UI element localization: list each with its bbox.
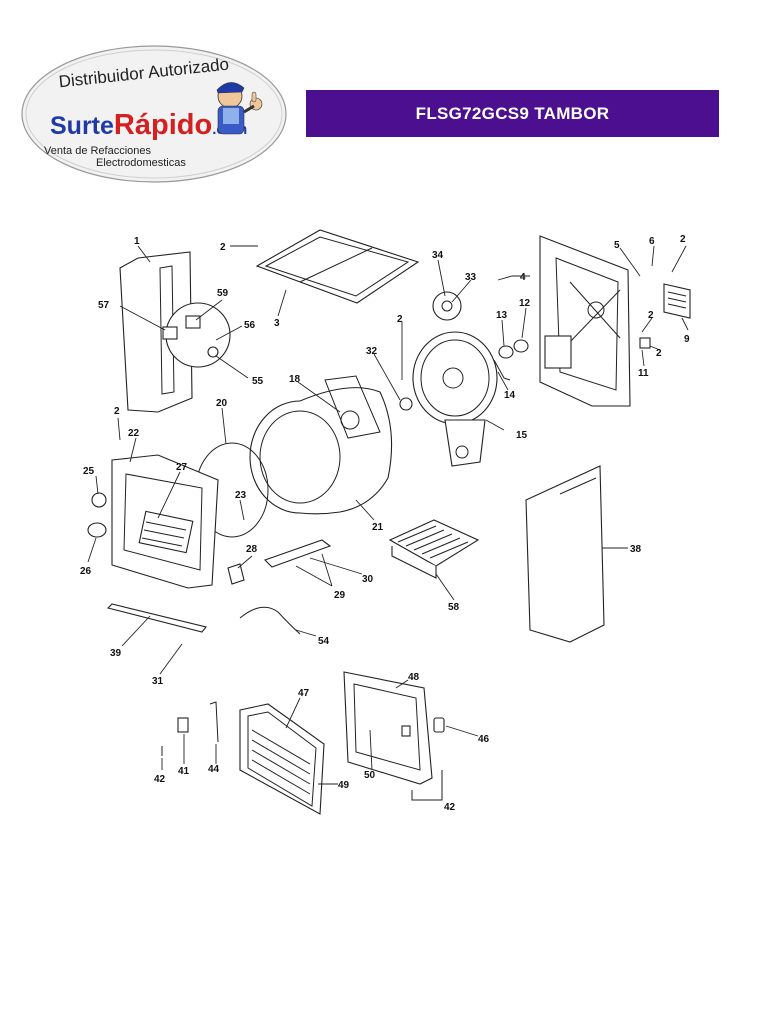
part-28-switch bbox=[227, 563, 245, 585]
part-label-20: 20 bbox=[216, 398, 228, 409]
part-label-2: 2 bbox=[680, 234, 686, 245]
part-label-22: 22 bbox=[128, 428, 140, 439]
part-label-21: 21 bbox=[372, 522, 384, 533]
part-42-screws bbox=[411, 770, 443, 801]
part-label-3: 3 bbox=[274, 318, 280, 329]
part-58-filter bbox=[388, 519, 480, 579]
mascot-icon bbox=[216, 82, 263, 135]
logo-sub-line2: Electrodomesticas bbox=[96, 157, 186, 169]
part-25-26-fittings bbox=[87, 492, 107, 538]
part-4-blower-housing bbox=[539, 235, 631, 407]
part-label-56: 56 bbox=[244, 320, 256, 331]
part-label-50: 50 bbox=[364, 770, 376, 781]
leader-lines bbox=[87, 245, 689, 785]
page-title: FLSG72GCS9 TAMBOR bbox=[306, 90, 719, 137]
part-label-27: 27 bbox=[176, 462, 188, 473]
part-small-fittings bbox=[399, 337, 651, 411]
part-label-23: 23 bbox=[235, 490, 247, 501]
part-39-toe-plate bbox=[106, 603, 207, 633]
logo-sub-line1: Venta de Refacciones bbox=[44, 145, 152, 157]
part-9-grille bbox=[663, 283, 691, 319]
part-label-13: 13 bbox=[496, 310, 508, 321]
part-label-47: 47 bbox=[298, 688, 310, 699]
part-label-46: 46 bbox=[478, 734, 490, 745]
part-label-15: 15 bbox=[516, 430, 528, 441]
part-22-front-panel bbox=[111, 454, 219, 589]
part-label-55: 55 bbox=[252, 376, 264, 387]
part-label-30: 30 bbox=[362, 574, 374, 585]
part-label-2: 2 bbox=[220, 242, 226, 253]
part-21-drum bbox=[249, 375, 393, 515]
part-label-49: 49 bbox=[338, 780, 350, 791]
part-label-1: 1 bbox=[134, 236, 140, 247]
distributor-logo: Distribuidor Autorizado SurteRápido.com … bbox=[21, 45, 287, 183]
part-label-4: 4 bbox=[520, 272, 526, 283]
part-label-38: 38 bbox=[630, 544, 642, 555]
part-46-knob bbox=[433, 717, 445, 733]
part-29-30-bracket bbox=[263, 539, 332, 568]
page-title-text: FLSG72GCS9 TAMBOR bbox=[415, 103, 610, 123]
part-number-labels: 1 2 3 34 33 4 5 6 2 57 59 56 55 2 12 13 … bbox=[80, 234, 690, 813]
part-label-31: 31 bbox=[152, 676, 164, 687]
part-label-33: 33 bbox=[465, 272, 477, 283]
part-label-2: 2 bbox=[397, 314, 403, 325]
part-label-12: 12 bbox=[519, 298, 531, 309]
part-label-42: 42 bbox=[444, 802, 456, 813]
part-label-2: 2 bbox=[114, 406, 120, 417]
part-38-side-panel bbox=[525, 465, 605, 643]
logo-brand-rapido: Rápido bbox=[114, 109, 212, 141]
part-57-59-detail bbox=[162, 302, 231, 368]
part-48-door-frame bbox=[343, 671, 433, 785]
part-label-2: 2 bbox=[648, 310, 654, 321]
part-label-18: 18 bbox=[289, 374, 301, 385]
part-label-57: 57 bbox=[98, 300, 110, 311]
part-label-39: 39 bbox=[110, 648, 122, 659]
part-15-bulkhead bbox=[412, 331, 498, 467]
part-label-6: 6 bbox=[649, 236, 655, 247]
part-label-9: 9 bbox=[684, 334, 690, 345]
part-label-26: 26 bbox=[80, 566, 92, 577]
part-label-14: 14 bbox=[504, 390, 516, 401]
part-41-44-42-small bbox=[161, 701, 219, 756]
part-label-34: 34 bbox=[432, 250, 444, 261]
logo-brand-surte: Surte bbox=[50, 112, 114, 140]
part-54-harness bbox=[239, 606, 301, 635]
part-47-access-panel bbox=[239, 703, 325, 815]
part-label-11: 11 bbox=[638, 368, 649, 379]
part-1-rear-panel bbox=[119, 251, 193, 413]
part-label-5: 5 bbox=[614, 240, 620, 251]
part-label-44: 44 bbox=[208, 764, 220, 775]
part-label-28: 28 bbox=[246, 544, 258, 555]
part-label-2: 2 bbox=[656, 348, 662, 359]
part-label-48: 48 bbox=[408, 672, 420, 683]
part-3-top-panel bbox=[255, 229, 420, 304]
part-label-41: 41 bbox=[178, 766, 190, 777]
part-label-29: 29 bbox=[334, 590, 346, 601]
part-label-42: 42 bbox=[154, 774, 166, 785]
part-label-54: 54 bbox=[318, 636, 330, 647]
part-label-25: 25 bbox=[83, 466, 95, 477]
part-label-32: 32 bbox=[366, 346, 378, 357]
part-label-58: 58 bbox=[448, 602, 460, 613]
part-label-59: 59 bbox=[217, 288, 229, 299]
